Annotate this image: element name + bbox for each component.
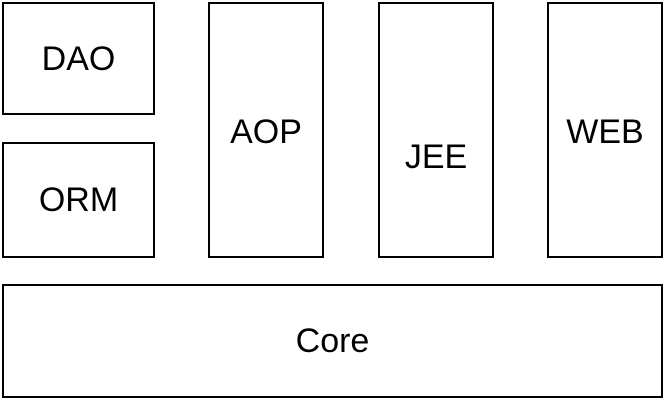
jee-module-box: JEE (378, 2, 494, 258)
dao-module-label: DAO (41, 39, 116, 78)
core-module-label: Core (295, 322, 370, 360)
aop-module-box: AOP (208, 2, 324, 258)
orm-module-label: ORM (38, 181, 119, 219)
jee-module-label: JEE (404, 138, 468, 176)
core-module-box: Core (2, 284, 663, 398)
aop-module-label: AOP (230, 113, 302, 151)
dao-module-box: DAO (2, 2, 155, 115)
web-module-box: WEB (547, 2, 663, 258)
web-module-label: WEB (566, 113, 644, 151)
orm-module-box: ORM (2, 142, 155, 258)
